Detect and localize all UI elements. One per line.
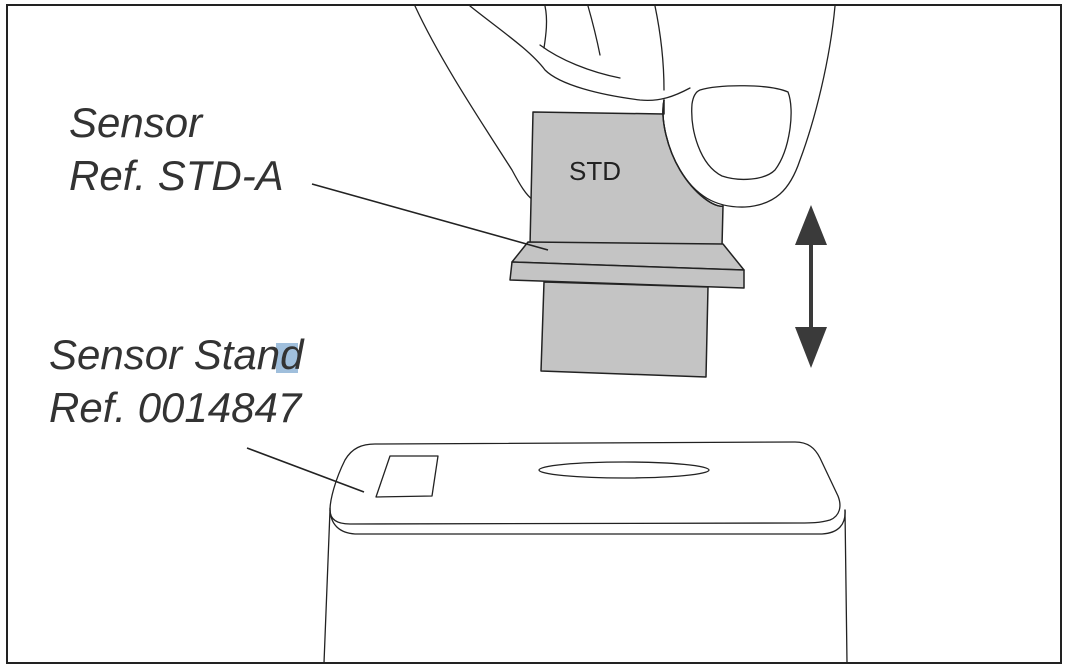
sensor-label-line2: Ref. STD-A bbox=[69, 152, 284, 199]
sensor-upper-block bbox=[529, 99, 724, 247]
sensor-lower-block bbox=[540, 281, 709, 378]
stand-label-line1: Sensor Stand bbox=[49, 331, 305, 378]
sensor-label-line1: Sensor bbox=[69, 99, 204, 146]
callout-sensor-stand: Sensor Stand Ref. 0014847 bbox=[49, 331, 365, 493]
stand-sensor-recess bbox=[538, 461, 710, 479]
hand-illustration bbox=[414, 5, 836, 208]
callout-sensor: Sensor Ref. STD-A bbox=[69, 99, 549, 251]
sensor-leader-line bbox=[311, 183, 549, 251]
sensor-flange-front bbox=[509, 261, 745, 289]
sensor-body-label: STD bbox=[569, 156, 621, 186]
sensor-stand bbox=[323, 441, 848, 664]
text-selection-highlight bbox=[276, 343, 298, 373]
diagram-frame bbox=[6, 4, 1062, 664]
stand-leader-line bbox=[246, 447, 365, 493]
stand-label-slot bbox=[375, 455, 439, 498]
sensor-std-a: STD bbox=[509, 99, 745, 378]
stand-label-line2: Ref. 0014847 bbox=[49, 384, 303, 431]
double-vertical-arrow-icon bbox=[795, 205, 827, 368]
stand-top-outline bbox=[329, 441, 841, 525]
